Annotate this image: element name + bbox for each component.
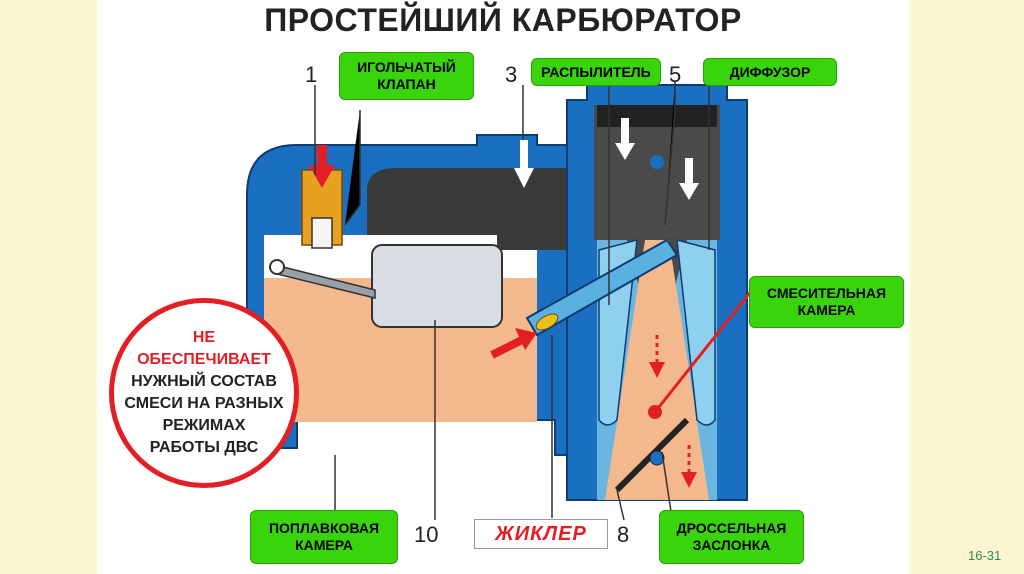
callout-number-1: 1 <box>305 62 318 87</box>
label-float-chamber: ПОПЛАВКОВАЯ КАМЕРА <box>250 510 398 564</box>
note-line-3: НУЖНЫЙ СОСТАВ <box>131 373 277 390</box>
label-mixing-chamber: СМЕСИТЕЛЬНАЯ КАМЕРА <box>749 276 904 328</box>
note-line-4: СМЕСИ НА РАЗНЫХ <box>124 395 284 412</box>
slide: ПРОСТЕЙШИЙ КАРБЮРАТОР 1 3 5 10 8 ИГОЛЬЧА… <box>97 0 909 574</box>
air-inlet-dome <box>367 168 575 250</box>
callout-number-3: 3 <box>505 62 518 87</box>
note-line-6: РАБОТЫ ДВС <box>149 439 259 456</box>
label-needle-valve: ИГОЛЬЧАТЫЙ КЛАПАН <box>339 52 474 100</box>
label-throttle-valve: ДРОССЕЛЬНАЯ ЗАСЛОНКА <box>659 510 804 564</box>
note-line-1: НЕ <box>192 329 216 346</box>
label-jet: ЖИКЛЕР <box>474 519 608 549</box>
callout-number-8: 8 <box>617 522 630 547</box>
carburetor-diagram <box>246 82 754 521</box>
note-line-2: ОБЕСПЕЧИВАЕТ <box>137 351 271 368</box>
callout-number-5: 5 <box>669 62 682 87</box>
warning-note: НЕ ОБЕСПЕЧИВАЕТ НУЖНЫЙ СОСТАВ СМЕСИ НА Р… <box>109 298 299 488</box>
label-sprayer: РАСПЫЛИТЕЛЬ <box>531 58 661 86</box>
slide-number: 16-31 <box>968 548 1002 563</box>
float <box>371 244 503 328</box>
sprayer-tube <box>525 238 679 337</box>
page-title: ПРОСТЕЙШИЙ КАРБЮРАТОР <box>264 2 742 38</box>
callout-number-10: 10 <box>414 522 439 547</box>
note-line-5: РЕЖИМАХ <box>162 417 246 434</box>
label-diffuser: ДИФФУЗОР <box>703 58 837 86</box>
